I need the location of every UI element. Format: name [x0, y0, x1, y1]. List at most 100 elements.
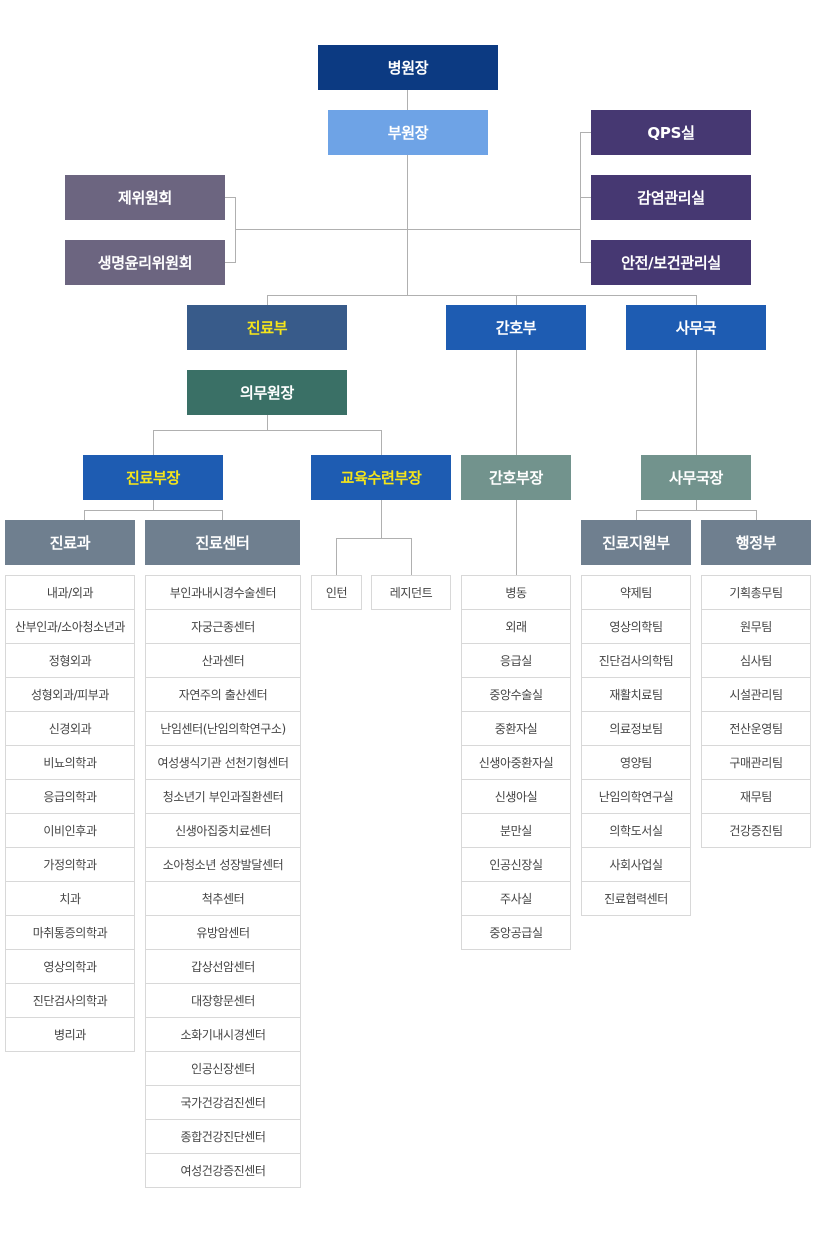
list-item: 신경외과: [6, 712, 134, 746]
connector: [381, 500, 382, 538]
list-item: 시설관리팀: [702, 678, 810, 712]
connector: [222, 510, 223, 520]
list-item: 신생아실: [462, 780, 570, 814]
list-item: 자연주의 출산센터: [146, 678, 300, 712]
connector: [235, 229, 580, 230]
list-item: 주사실: [462, 882, 570, 916]
list-item: 치과: [6, 882, 134, 916]
list-item: 구매관리팀: [702, 746, 810, 780]
list-item: 인공신장센터: [146, 1052, 300, 1086]
connector: [636, 510, 757, 511]
connector: [580, 132, 591, 133]
director-box: 병원장: [318, 45, 498, 90]
connector: [756, 510, 757, 520]
list-item: 기획총무팀: [702, 576, 810, 610]
list-item: 비뇨의학과: [6, 746, 134, 780]
list-item: 중환자실: [462, 712, 570, 746]
list-item: 신생아집중치료센터: [146, 814, 300, 848]
director-label: 병원장: [387, 59, 429, 77]
connector: [235, 197, 236, 263]
list-item: 마취통증의학과: [6, 916, 134, 950]
centers-box: 진료센터: [145, 520, 300, 565]
connector: [516, 350, 517, 455]
list-item: 중앙수술실: [462, 678, 570, 712]
list-item: 여성건강증진센터: [146, 1154, 300, 1188]
list-item: 중앙공급실: [462, 916, 570, 950]
departments-box: 진료과: [5, 520, 135, 565]
qps-office-box: QPS실: [591, 110, 751, 155]
list-item: 인공신장실: [462, 848, 570, 882]
resident-box: 레지던트: [371, 575, 451, 610]
list-item: 병리과: [6, 1018, 134, 1052]
list-item: 척추센터: [146, 882, 300, 916]
qps-office-label: QPS실: [647, 124, 695, 142]
list-item: 영상의학팀: [582, 610, 690, 644]
vice-director-box: 부원장: [328, 110, 488, 155]
connector: [267, 415, 268, 430]
connector: [84, 510, 85, 520]
connector: [411, 538, 412, 575]
list-item: 재무팀: [702, 780, 810, 814]
connector: [267, 295, 697, 296]
list-item: 부인과내시경수술센터: [146, 576, 300, 610]
departments-label: 진료과: [49, 534, 91, 552]
list-item: 영상의학과: [6, 950, 134, 984]
admin-head-box: 사무국장: [641, 455, 751, 500]
list-item: 응급의학과: [6, 780, 134, 814]
safety-office-box: 안전/보건관리실: [591, 240, 751, 285]
nursing-head-label: 간호부장: [488, 469, 543, 487]
connector: [580, 262, 591, 263]
connector: [267, 295, 268, 305]
list-item: 갑상선암센터: [146, 950, 300, 984]
list-item: 소아청소년 성장발달센터: [146, 848, 300, 882]
list-item: 유방암센터: [146, 916, 300, 950]
list-item: 영양팀: [582, 746, 690, 780]
list-item: 이비인후과: [6, 814, 134, 848]
list-item: 산과센터: [146, 644, 300, 678]
list-item: 여성생식기관 선천기형센터: [146, 746, 300, 780]
medical-chief-label: 의무원장: [239, 384, 294, 402]
connector: [580, 197, 591, 198]
committee-label: 제위원회: [117, 189, 172, 207]
list-item: 난임센터(난임의학연구소): [146, 712, 300, 746]
list-item: 전산운영팀: [702, 712, 810, 746]
intern-box: 인턴: [311, 575, 362, 610]
list-item: 외래: [462, 610, 570, 644]
medical-chief-box: 의무원장: [187, 370, 347, 415]
nursing-division-box: 간호부: [446, 305, 586, 350]
list-item: 사회사업실: [582, 848, 690, 882]
connector: [516, 500, 517, 575]
connector: [407, 90, 408, 295]
list-item: 가정의학과: [6, 848, 134, 882]
administration-box: 행정부: [701, 520, 811, 565]
education-head-box: 교육수련부장: [311, 455, 451, 500]
connector: [336, 538, 337, 575]
list-item: 의학도서실: [582, 814, 690, 848]
education-head-label: 교육수련부장: [340, 469, 422, 487]
support-box: 진료지원부: [581, 520, 691, 565]
list-item: 난임의학연구실: [582, 780, 690, 814]
committee-box: 제위원회: [65, 175, 225, 220]
list-item: 인턴: [312, 576, 361, 610]
list-item: 병동: [462, 576, 570, 610]
connector: [84, 510, 223, 511]
list-item: 소화기내시경센터: [146, 1018, 300, 1052]
safety-office-label: 안전/보건관리실: [621, 254, 721, 272]
list-item: 대장항문센터: [146, 984, 300, 1018]
list-item: 진단검사의학팀: [582, 644, 690, 678]
list-item: 진단검사의학과: [6, 984, 134, 1018]
nursing-division-label: 간호부: [495, 319, 537, 337]
list-item: 청소년기 부인과질환센터: [146, 780, 300, 814]
centers-label: 진료센터: [195, 534, 250, 552]
connector: [153, 430, 382, 431]
list-item: 내과/외과: [6, 576, 134, 610]
ethics-committee-label: 생명윤리위원회: [97, 254, 193, 272]
list-item: 약제팀: [582, 576, 690, 610]
ethics-committee-box: 생명윤리위원회: [65, 240, 225, 285]
list-item: 종합건강진단센터: [146, 1120, 300, 1154]
connector: [153, 430, 154, 455]
list-item: 분만실: [462, 814, 570, 848]
list-item: 성형외과/피부과: [6, 678, 134, 712]
